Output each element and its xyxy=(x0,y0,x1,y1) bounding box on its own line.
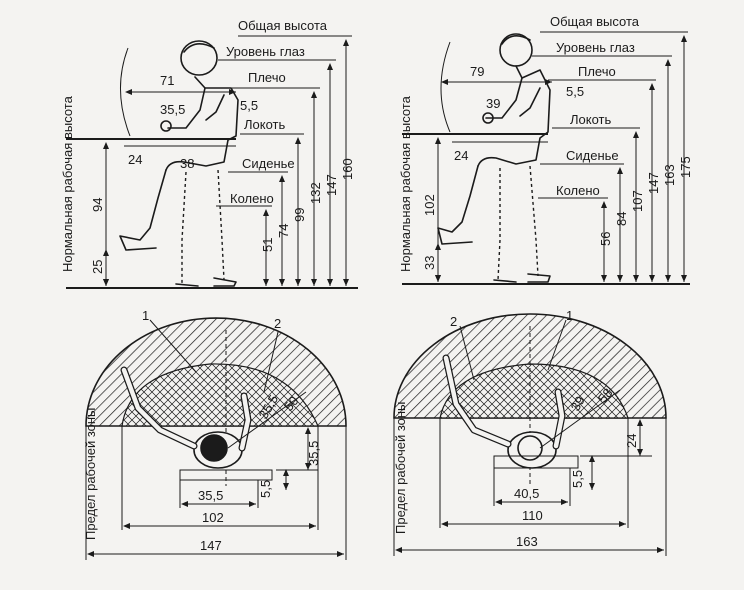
label-knee: Колено xyxy=(230,191,274,206)
reach-arc xyxy=(440,41,451,133)
person-top-view xyxy=(442,354,579,469)
callout-2-leader xyxy=(263,331,279,393)
label-work-height: Нормальная рабочая высота xyxy=(398,95,413,272)
seated-person-figure xyxy=(119,40,239,287)
value-35-5: 35,5 xyxy=(160,102,185,117)
label-zone-limit: Предел рабочей зоны xyxy=(83,408,98,540)
value-147: 147 xyxy=(200,538,222,553)
label-eye-level: Уровень глаз xyxy=(226,44,305,59)
value-40-5: 40,5 xyxy=(514,486,539,501)
value-175: 175 xyxy=(678,156,693,178)
label-knee: Колено xyxy=(556,183,600,198)
plan-view-right: 2 1 Предел рабочей зоны 163 110 40,5 5,5… xyxy=(393,308,667,556)
value-35-5: 35,5 xyxy=(198,488,223,503)
value-v35-5: 35,5 xyxy=(306,441,321,466)
value-107: 107 xyxy=(630,190,645,212)
callout-1: 1 xyxy=(142,308,149,323)
side-view-left: Общая высота Уровень глаз Плечо Локоть С… xyxy=(60,18,358,289)
value-25: 25 xyxy=(90,260,105,274)
label-shoulder: Плечо xyxy=(248,70,286,85)
value-51: 51 xyxy=(260,238,275,252)
callout-2: 2 xyxy=(450,314,457,329)
callout-2: 2 xyxy=(274,316,281,331)
callout-1: 1 xyxy=(566,308,573,323)
side-view-right: Общая высота Уровень глаз Плечо Локоть С… xyxy=(398,14,693,285)
value-147: 147 xyxy=(646,172,661,194)
value-147: 147 xyxy=(324,174,339,196)
value-84: 84 xyxy=(614,212,629,226)
value-33: 33 xyxy=(422,256,437,270)
value-71: 71 xyxy=(160,73,174,88)
value-110: 110 xyxy=(522,508,543,523)
person-top-view xyxy=(120,366,273,481)
value-5-5: 5,5 xyxy=(566,84,584,99)
label-work-height: Нормальная рабочая высота xyxy=(60,95,75,272)
callout-2-leader xyxy=(459,325,475,381)
value-5-5: 5,5 xyxy=(240,98,258,113)
value-56: 56 xyxy=(598,232,613,246)
reach-arc xyxy=(120,47,131,137)
label-overall-height: Общая высота xyxy=(238,18,328,33)
label-overall-height: Общая высота xyxy=(550,14,640,29)
label-eye-level: Уровень глаз xyxy=(556,40,635,55)
value-102: 102 xyxy=(202,510,224,525)
callout-1-leader xyxy=(547,319,567,371)
value-39: 39 xyxy=(486,96,500,111)
value-5-5: 5,5 xyxy=(570,470,585,488)
callout-1-leader xyxy=(149,319,197,373)
label-elbow: Локоть xyxy=(570,112,611,127)
label-seat: Сиденье xyxy=(242,156,295,171)
value-38: 38 xyxy=(180,156,194,171)
value-24: 24 xyxy=(128,152,142,167)
value-102: 102 xyxy=(422,194,437,216)
value-74: 74 xyxy=(276,224,291,238)
label-seat: Сиденье xyxy=(566,148,619,163)
seated-person-figure xyxy=(437,33,551,283)
value-160: 160 xyxy=(340,158,355,180)
value-99: 99 xyxy=(292,208,307,222)
value-163: 163 xyxy=(662,164,677,186)
label-zone-limit: Предел рабочей зоны xyxy=(393,402,408,534)
value-79: 79 xyxy=(470,64,484,79)
value-r39: 39 xyxy=(568,393,588,413)
label-shoulder: Плечо xyxy=(578,64,616,79)
plan-view-left: 1 2 Предел рабочей зоны 147 102 35,5 5,5… xyxy=(83,308,347,560)
value-163: 163 xyxy=(516,534,538,549)
label-elbow: Локоть xyxy=(244,117,285,132)
value-94: 94 xyxy=(90,198,105,212)
value-24: 24 xyxy=(454,148,468,163)
value-5-5: 5,5 xyxy=(258,480,273,498)
value-v24: 24 xyxy=(624,434,639,448)
value-132: 132 xyxy=(308,182,323,204)
